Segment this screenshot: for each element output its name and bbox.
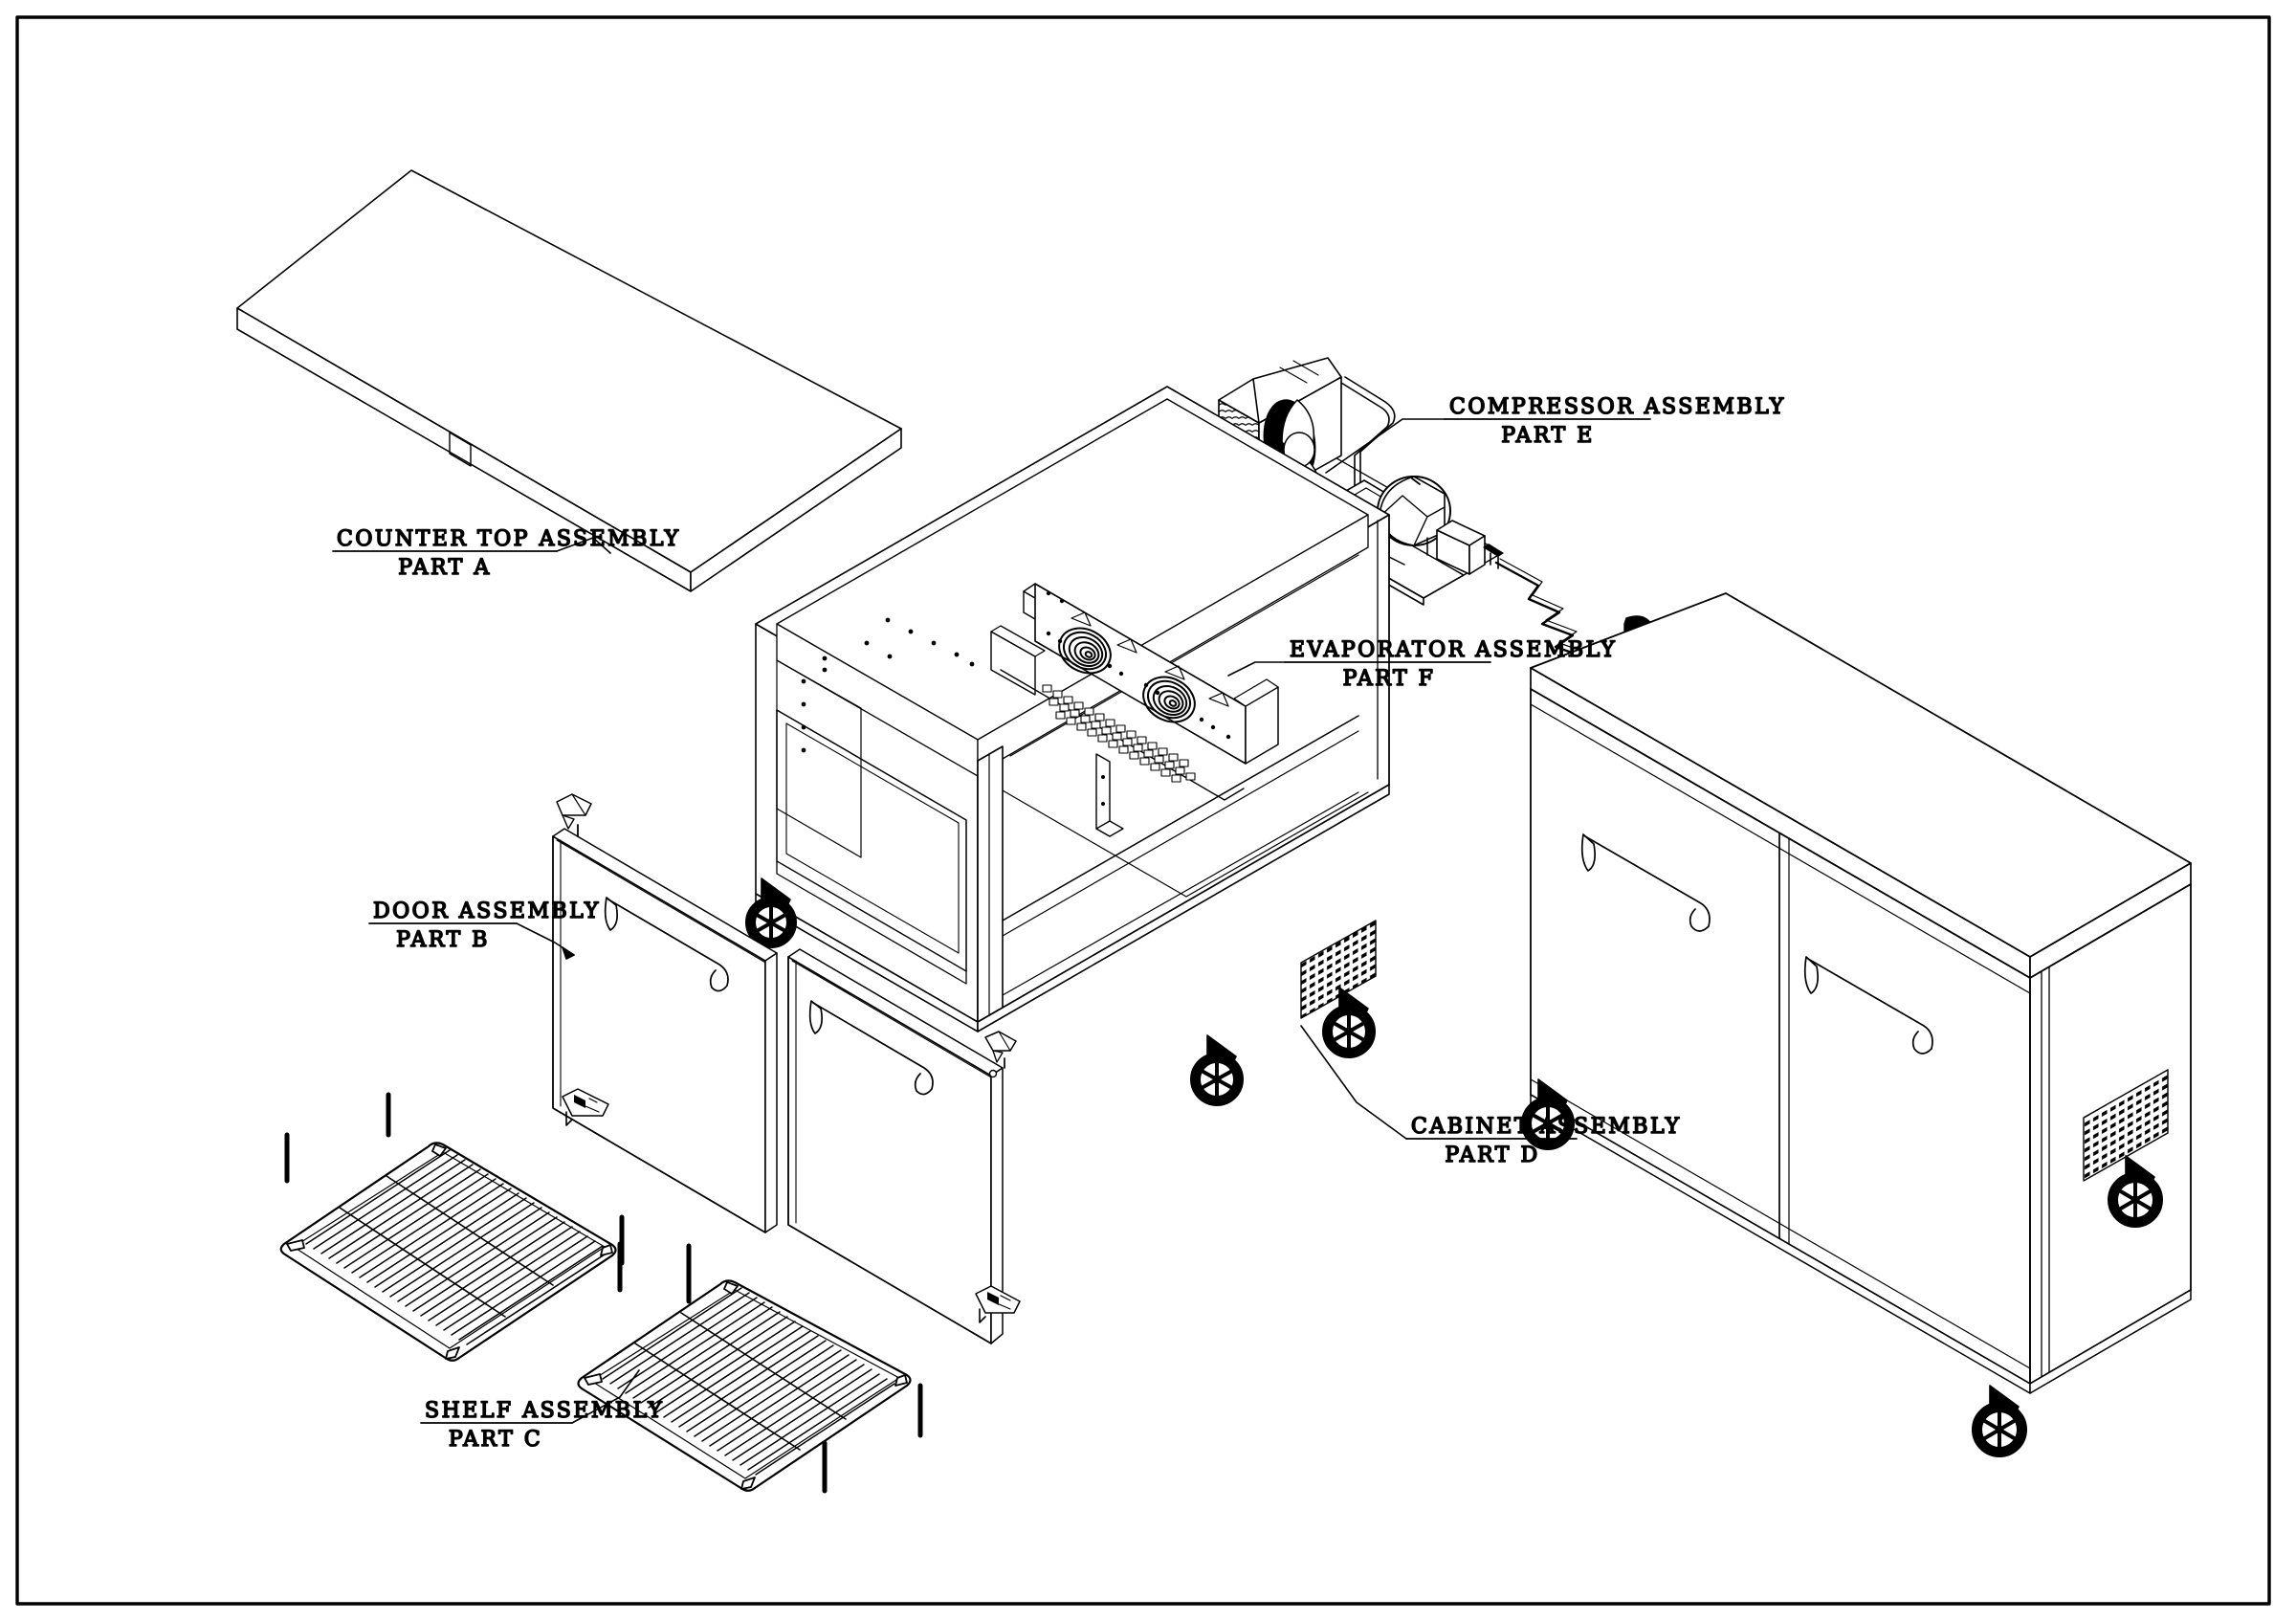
cabinet-left-lower-rail — [776, 860, 967, 985]
callout-part-code: PART F — [1343, 667, 1436, 691]
door-left-top-edge-inner — [556, 839, 768, 965]
evaporator-gusset-4 — [1208, 692, 1229, 707]
shelf-upper-hooks — [286, 1144, 613, 1360]
evaporator-end-cap-top — [1233, 678, 1279, 707]
door-left-bottom-hinge — [562, 1088, 609, 1126]
shelf-upper-stiffeners — [339, 1175, 554, 1318]
cabinet-front-opening-mid-seam2 — [1002, 730, 1359, 937]
callout-title: SHELF ASSEMBLY — [425, 1399, 664, 1423]
cabinet-centre-mullion — [977, 745, 1004, 1023]
callout-cabinet-assembly: CABINET ASSEMBLY PART D — [1300, 1025, 1682, 1168]
door-right-handle-bar — [812, 1002, 934, 1096]
callout-title: CABINET ASSEMBLY — [1411, 1115, 1682, 1139]
evaporator-bracket-foot — [1095, 820, 1124, 837]
assembled-caster-front-right — [2108, 1155, 2163, 1228]
callout-part-code: PART E — [1501, 424, 1595, 448]
callout-arrow-head — [562, 946, 575, 960]
callout-group: COUNTER TOP ASSEMBLY PART A DOOR ASSEMBL… — [332, 394, 1786, 1453]
callout-compressor-assembly: COMPRESSOR ASSEMBLY PART E — [1325, 394, 1786, 474]
assembled-vent-grille — [2083, 1069, 2169, 1182]
evaporator-coil-fins — [1042, 684, 1196, 783]
door-right-bottom-hinge — [975, 1285, 1021, 1323]
evaporator-gusset-3 — [1164, 665, 1185, 680]
callout-leader-line — [1325, 418, 1446, 474]
door-left-right-edge — [764, 952, 778, 1233]
assembled-undercounter-refrigerator — [1521, 592, 2192, 1457]
evaporator-bracket-holes — [1101, 775, 1105, 806]
callout-part-code: PART D — [1445, 1144, 1539, 1167]
cabinet-base-rail-front — [977, 784, 1390, 1033]
assembled-caster-rear-left — [1521, 1078, 1575, 1150]
callout-leader-line — [571, 1369, 640, 1424]
shelf-upper-frame-inner — [293, 1151, 606, 1349]
assembled-door-bottom-reveal — [1530, 1078, 2031, 1369]
counter-top-notch — [449, 432, 472, 467]
shelf-lower-pins — [617, 1241, 923, 1494]
door-left-handle-bar — [607, 899, 729, 992]
cabinet-front-opening-bottom-seam — [1002, 791, 1359, 996]
cabinet-shelf-pin-holes-back — [864, 617, 975, 667]
caster-rear-left — [745, 877, 797, 948]
evaporator-coil-base-top — [990, 625, 1046, 657]
door-left-top-hinge — [556, 793, 592, 837]
shelf-assembly-lower — [577, 1241, 923, 1494]
counter-top-right-edge — [690, 428, 902, 592]
cabinet-vent-grille — [1300, 920, 1377, 1019]
callout-title: COUNTER TOP ASSEMBLY — [337, 527, 681, 551]
cabinet-inner-floor — [977, 775, 1369, 898]
door-right-top-hinge — [984, 1031, 1017, 1078]
shelf-lower-frame-inner — [590, 1289, 900, 1479]
door-right-handle — [808, 1000, 823, 1034]
callout-counter-top-assembly: COUNTER TOP ASSEMBLY PART A — [332, 526, 681, 581]
assembled-caster-front-left — [1972, 1385, 2027, 1457]
evaporator-gusset-2 — [1116, 638, 1137, 654]
condenser-shroud-top-detail — [1279, 360, 1319, 384]
door-right-top-edge-inner — [791, 960, 994, 1079]
callout-evaporator-assembly: EVAPORATOR ASSEMBLY PART F — [1227, 637, 1617, 692]
shelf-lower-stiffeners — [634, 1312, 847, 1451]
compressor-electrical-box-side — [1468, 535, 1486, 575]
refrigerant-tubing — [1344, 376, 1396, 516]
callout-title: DOOR ASSEMBLY — [373, 899, 601, 923]
cabinet-left-opening-inner — [785, 722, 960, 954]
callout-shelf-assembly: SHELF ASSEMBLY PART C — [420, 1369, 664, 1453]
evaporator-fastener-dots — [1046, 590, 1231, 740]
callout-door-assembly: DOOR ASSEMBLY PART B — [368, 899, 601, 960]
shelf-lower-hooks — [584, 1281, 908, 1490]
assembled-corner-post — [2029, 966, 2050, 1385]
callout-part-code: PART A — [398, 556, 491, 580]
compressor-can-top-nub — [1411, 477, 1421, 485]
door-assembly-left — [552, 793, 778, 1233]
assembled-right-door-handle — [1803, 956, 1819, 994]
shelf-assembly-upper — [279, 1092, 625, 1362]
callout-part-code: PART B — [396, 928, 490, 952]
assembled-door-top-reveal — [1530, 703, 2031, 994]
terminal-bracket — [1483, 544, 1504, 557]
shelf-lower-wires — [602, 1287, 895, 1476]
assembled-left-door-handle — [1580, 833, 1596, 872]
cabinet-front-opening-mid-seam — [1002, 715, 1359, 922]
callout-part-code: PART C — [449, 1428, 542, 1452]
callout-leader-line — [556, 537, 611, 554]
door-assembly-right — [787, 948, 1021, 1344]
assembled-left-door-handle-bar — [1584, 835, 1711, 932]
caster-front-left — [1190, 1034, 1244, 1106]
evaporator-assembly — [990, 583, 1279, 837]
callout-leader-line — [1300, 1025, 1407, 1140]
evaporator-gusset-1 — [1071, 611, 1092, 627]
door-left-handle — [604, 897, 618, 931]
assembled-base-rail-right — [2029, 1289, 2192, 1394]
counter-top-assembly — [236, 169, 902, 592]
shelf-upper-wires — [305, 1149, 611, 1345]
door-right-right-edge — [990, 1067, 1004, 1344]
callout-title: EVAPORATOR ASSEMBLY — [1290, 638, 1617, 662]
assembled-right-door-handle-bar — [1807, 958, 1933, 1055]
caster-front-right — [1322, 987, 1376, 1058]
refrigerant-tubing-2 — [1340, 382, 1390, 516]
callout-title: COMPRESSOR ASSEMBLY — [1449, 395, 1786, 419]
evaporator-fan-1 — [1058, 627, 1112, 675]
callout-leader-line — [1227, 661, 1286, 677]
